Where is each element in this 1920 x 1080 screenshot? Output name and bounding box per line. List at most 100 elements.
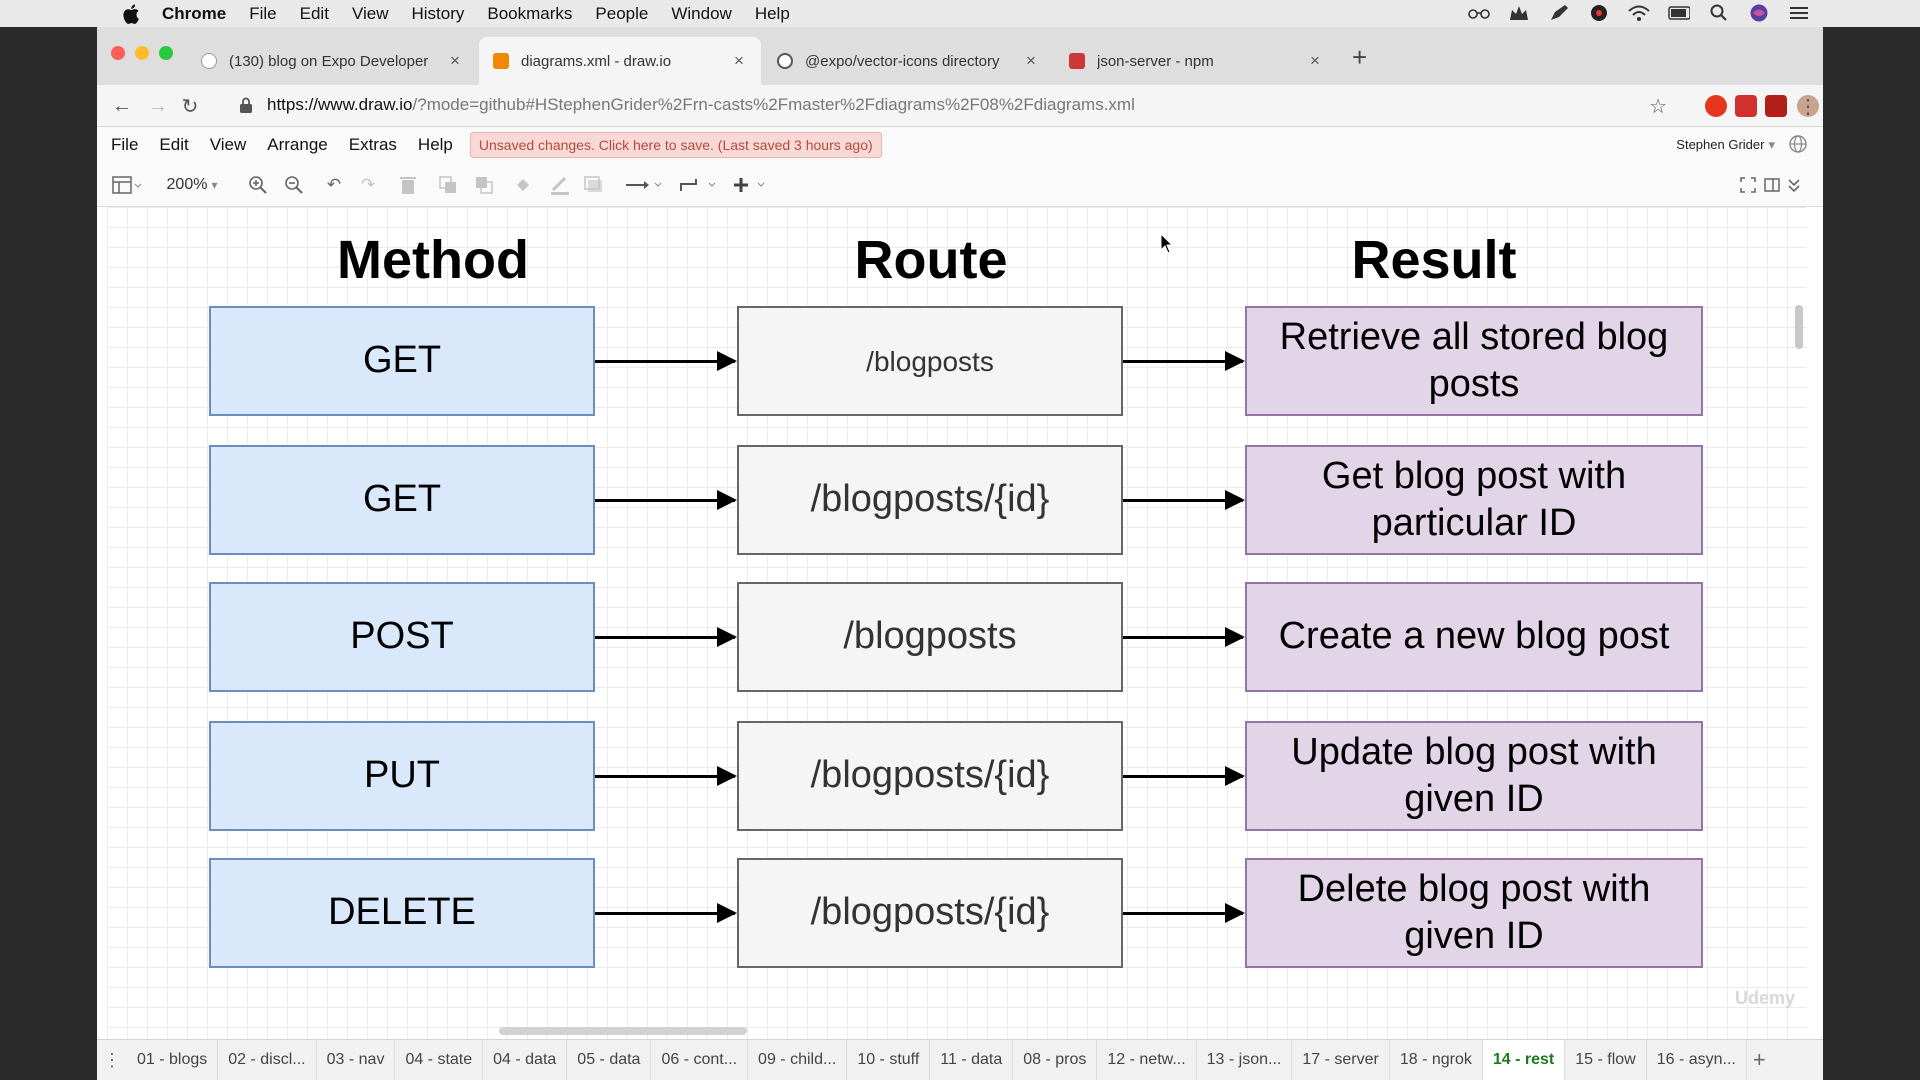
menu-people[interactable]: People — [595, 3, 649, 23]
list-icon[interactable] — [1788, 3, 1810, 23]
method-box[interactable]: POST — [209, 582, 595, 692]
menu-view[interactable]: View — [351, 3, 389, 23]
wifi-icon[interactable] — [1628, 3, 1650, 23]
page-tab[interactable]: 04 - state — [395, 1039, 484, 1080]
zoom-select[interactable]: 200%▾ — [157, 173, 227, 197]
add-page-icon[interactable]: + — [1752, 1047, 1766, 1072]
close-tab-icon[interactable]: × — [1310, 51, 1320, 70]
record-icon[interactable] — [1588, 3, 1610, 23]
page-tab[interactable]: 02 - discl... — [218, 1039, 317, 1080]
page-tab[interactable]: 15 - flow — [1565, 1039, 1647, 1080]
method-box[interactable]: GET — [209, 445, 595, 555]
fullscreen-icon[interactable] — [1737, 173, 1759, 197]
route-box[interactable]: /blogposts — [737, 582, 1123, 692]
app-menu-file[interactable]: File — [111, 135, 139, 154]
reload-icon[interactable]: ↻ — [181, 95, 199, 118]
browser-tab-vector-icons[interactable]: @expo/vector-icons directory × — [763, 37, 1053, 85]
battery-icon[interactable] — [1668, 3, 1690, 23]
user-menu[interactable]: Stephen Grider▾ — [1676, 137, 1775, 153]
close-tab-icon[interactable]: × — [734, 51, 744, 70]
line-color-icon[interactable] — [547, 173, 573, 197]
page-tab[interactable]: 05 - data — [567, 1039, 652, 1080]
redo-icon[interactable]: ↷ — [360, 175, 376, 194]
bookmark-star-icon[interactable]: ☆ — [1649, 96, 1667, 118]
undo-icon[interactable]: ↶ — [326, 175, 342, 194]
to-back-icon[interactable] — [471, 173, 497, 197]
shadow-icon[interactable] — [581, 173, 607, 197]
fill-color-icon[interactable] — [511, 173, 537, 197]
connection-style-icon[interactable] — [621, 173, 667, 197]
result-box[interactable]: Create a new blog post — [1245, 582, 1703, 692]
zoom-in-icon[interactable] — [245, 173, 271, 197]
apple-icon[interactable] — [118, 4, 144, 24]
route-box[interactable]: /blogposts — [737, 306, 1123, 416]
collapse-icon[interactable] — [1783, 173, 1805, 197]
close-tab-icon[interactable]: × — [1026, 51, 1036, 70]
arrow-connector[interactable] — [595, 627, 737, 647]
page-tab[interactable]: 13 - json... — [1197, 1039, 1293, 1080]
close-tab-icon[interactable]: × — [450, 51, 460, 70]
page-tab[interactable]: 09 - child... — [748, 1039, 848, 1080]
method-box[interactable]: GET — [209, 306, 595, 416]
arrow-connector[interactable] — [1123, 766, 1245, 786]
horizontal-scrollbar[interactable] — [499, 1027, 747, 1035]
format-panel-icon[interactable] — [107, 173, 147, 197]
pages-menu-icon[interactable]: ⋮ — [103, 1049, 121, 1070]
arrow-connector[interactable] — [595, 903, 737, 923]
method-box[interactable]: DELETE — [209, 858, 595, 968]
result-box[interactable]: Retrieve all stored blog posts — [1245, 306, 1703, 416]
page-tab[interactable]: 18 - ngrok — [1390, 1039, 1483, 1080]
result-box[interactable]: Get blog post with particular ID — [1245, 445, 1703, 555]
result-box[interactable]: Delete blog post with given ID — [1245, 858, 1703, 968]
app-menu-edit[interactable]: Edit — [159, 135, 189, 154]
browser-tab-json-server[interactable]: json-server - npm × — [1055, 37, 1337, 85]
browser-tab-expo[interactable]: (130) blog on Expo Developer × — [187, 37, 477, 85]
format-toggle-icon[interactable] — [1761, 173, 1783, 197]
pen-icon[interactable] — [1548, 3, 1570, 23]
unsaved-changes-notice[interactable]: Unsaved changes. Click here to save. (La… — [469, 132, 882, 158]
avatar[interactable] — [1797, 95, 1819, 117]
back-icon[interactable]: ← — [112, 94, 132, 117]
app-menu-arrange[interactable]: Arrange — [267, 135, 328, 154]
menu-history[interactable]: History — [411, 3, 465, 23]
address-bar[interactable]: https://www.draw.io/?mode=github#HStephe… — [227, 88, 1677, 122]
more-menu-icon[interactable]: ⋮ — [1798, 95, 1818, 118]
page-tab-active[interactable]: 14 - rest — [1482, 1039, 1566, 1080]
menu-app-name[interactable]: Chrome — [162, 3, 227, 23]
menu-bookmarks[interactable]: Bookmarks — [487, 3, 573, 23]
diagram-canvas[interactable]: Method Route Result GET /blogposts Retri… — [107, 207, 1807, 1039]
page-tab[interactable]: 04 - data — [483, 1039, 568, 1080]
waypoints-icon[interactable] — [675, 173, 721, 197]
arrow-connector[interactable] — [595, 351, 737, 371]
page-tab[interactable]: 08 - pros — [1013, 1039, 1098, 1080]
vertical-scrollbar[interactable] — [1795, 305, 1803, 349]
page-tab[interactable]: 12 - netw... — [1097, 1039, 1197, 1080]
insert-icon[interactable] — [729, 173, 775, 197]
shield-extension-icon[interactable] — [1765, 95, 1787, 117]
arrow-connector[interactable] — [1123, 903, 1245, 923]
arrow-connector[interactable] — [1123, 627, 1245, 647]
menu-window[interactable]: Window — [671, 3, 732, 23]
glasses-icon[interactable] — [1468, 3, 1490, 23]
red-extension-icon[interactable] — [1735, 95, 1757, 117]
arrow-connector[interactable] — [595, 490, 737, 510]
to-front-icon[interactable] — [435, 173, 461, 197]
delete-icon[interactable] — [395, 173, 421, 197]
zoom-out-icon[interactable] — [281, 173, 307, 197]
maximize-window-button[interactable] — [159, 46, 173, 60]
search-icon[interactable] — [1708, 3, 1730, 23]
menu-edit[interactable]: Edit — [299, 3, 329, 23]
page-tab[interactable]: 03 - nav — [317, 1039, 396, 1080]
page-tab[interactable]: 17 - server — [1292, 1039, 1390, 1080]
language-globe-icon[interactable] — [1789, 135, 1807, 153]
route-box[interactable]: /blogposts/{id} — [737, 721, 1123, 831]
close-window-button[interactable] — [111, 46, 125, 60]
creature-icon[interactable] — [1508, 3, 1530, 23]
arrow-connector[interactable] — [1123, 490, 1245, 510]
app-menu-extras[interactable]: Extras — [348, 135, 397, 154]
menu-file[interactable]: File — [249, 3, 277, 23]
browser-tab-drawio[interactable]: diagrams.xml - draw.io × — [479, 37, 761, 85]
menu-help[interactable]: Help — [754, 3, 790, 23]
page-tab[interactable]: 01 - blogs — [127, 1039, 219, 1080]
app-menu-view[interactable]: View — [209, 135, 247, 154]
